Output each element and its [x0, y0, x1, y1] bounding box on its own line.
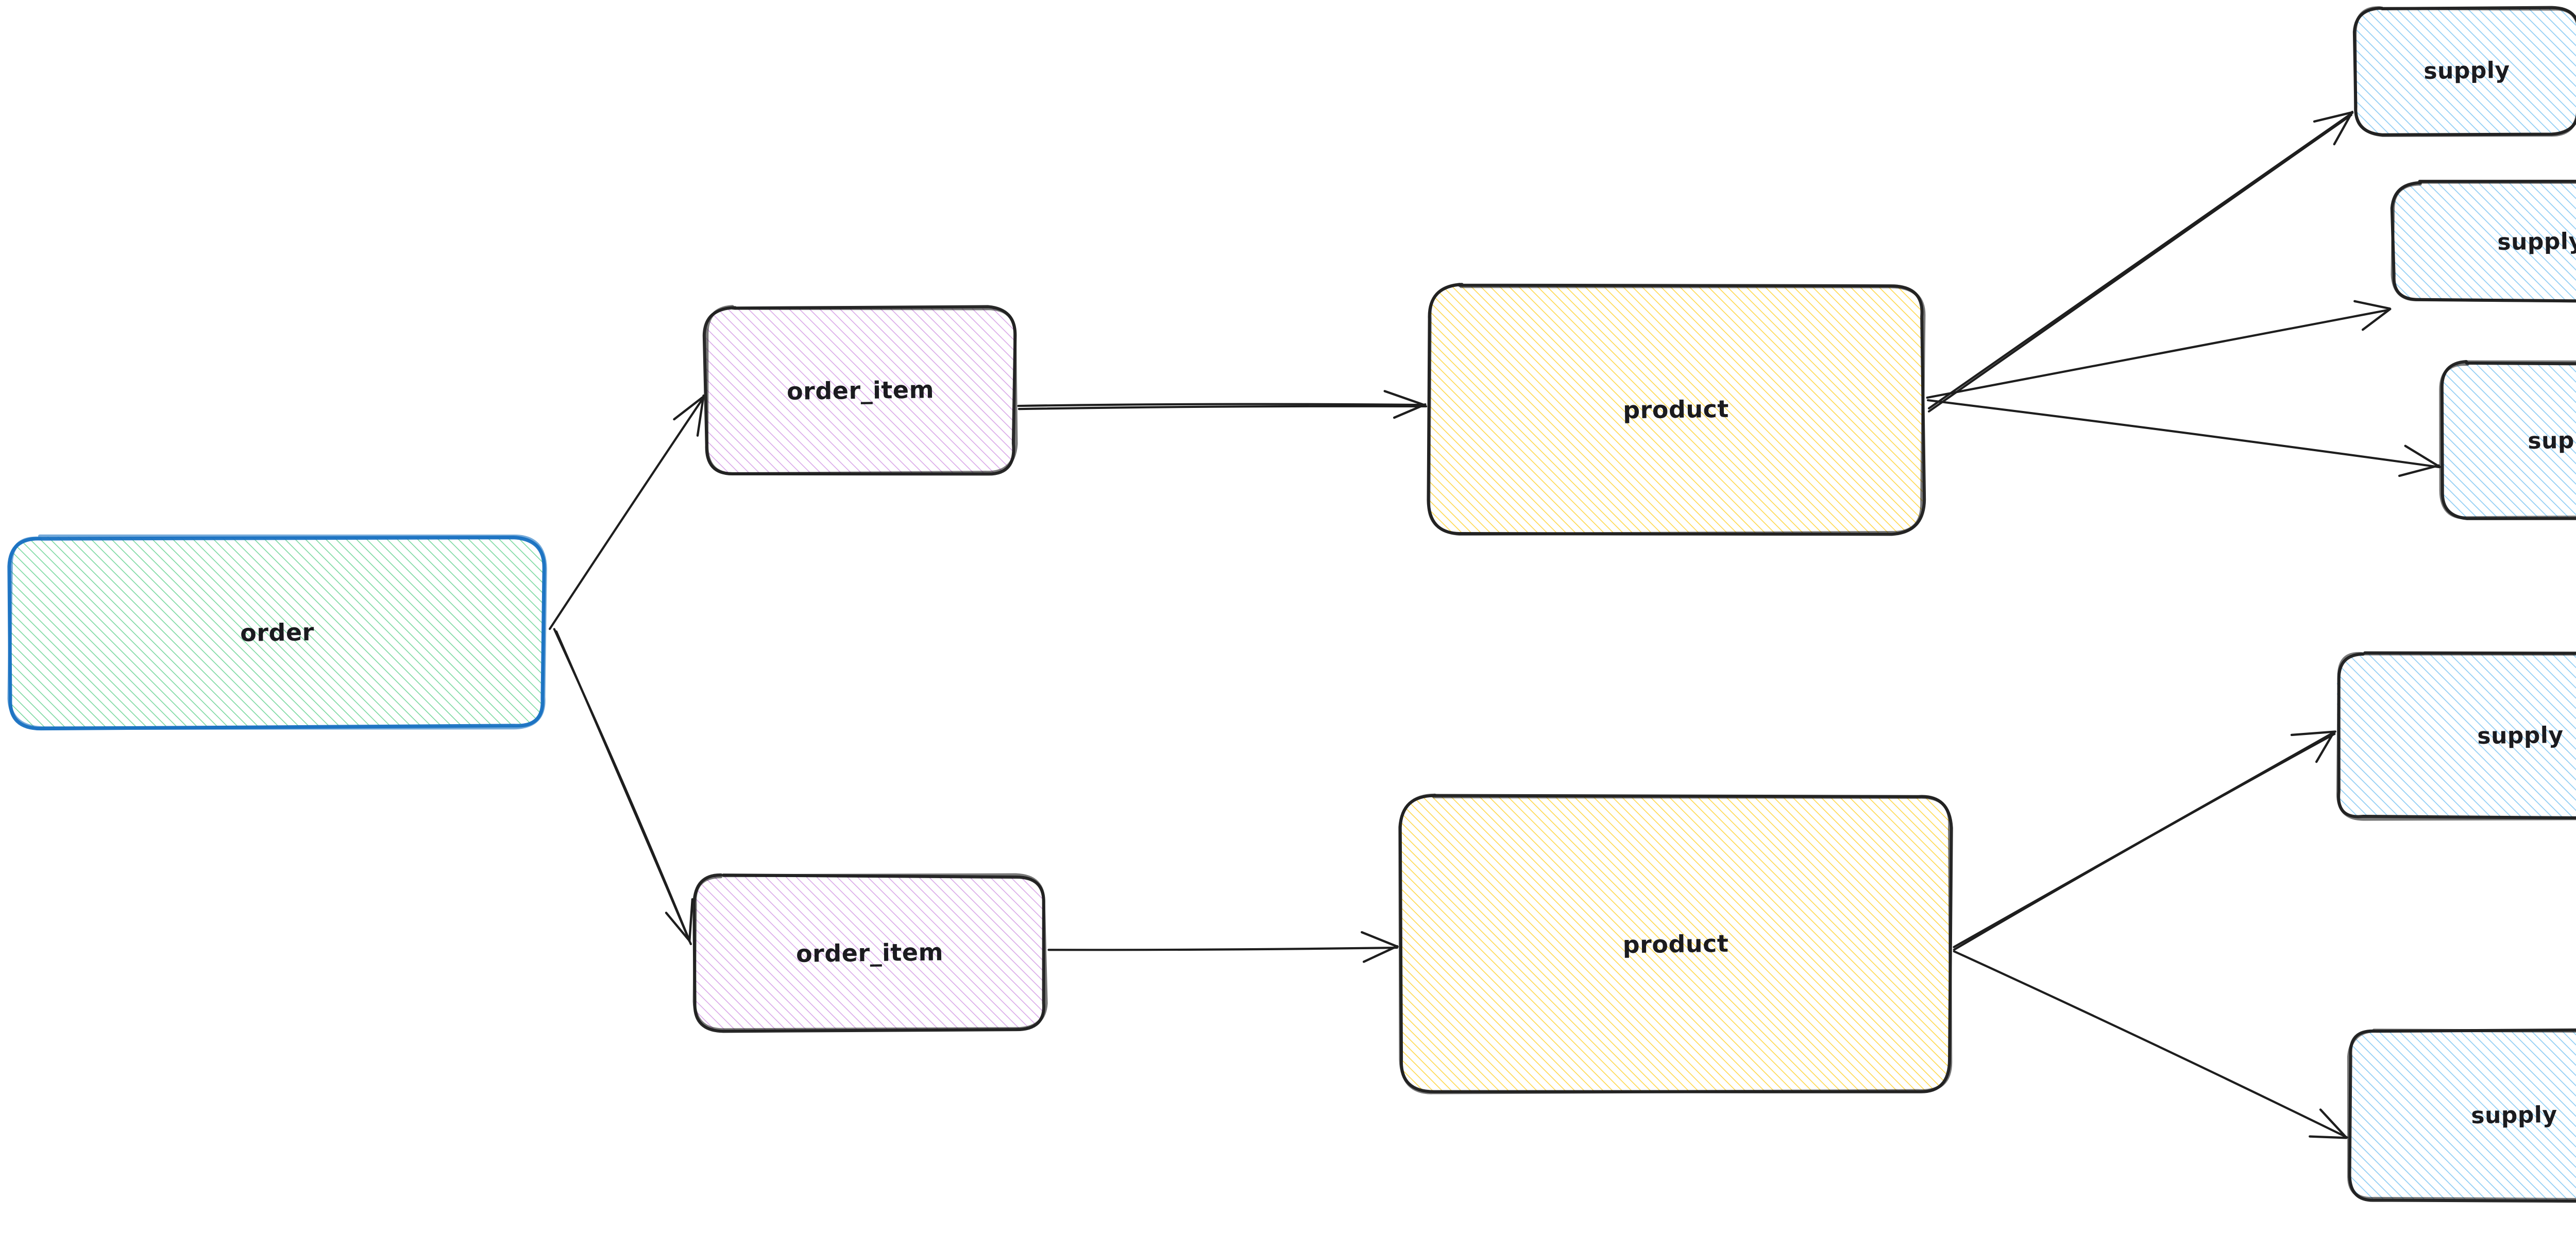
node-fill — [694, 875, 1044, 1031]
edge-arrow[interactable] — [1017, 390, 1428, 419]
order-node[interactable] — [7, 534, 547, 731]
node-fill — [705, 307, 1016, 474]
arrowhead-whisker — [2361, 307, 2392, 331]
arrowhead-whisker — [673, 396, 704, 421]
node-outline — [705, 305, 1018, 476]
order-item-node[interactable] — [692, 873, 1048, 1033]
arrowhead-whisker — [2290, 730, 2336, 737]
node-outline — [2391, 180, 2576, 303]
node-fill — [2349, 1030, 2576, 1201]
edge-line — [1953, 950, 2348, 1139]
edge-line — [1018, 405, 1428, 410]
arrowhead-whisker — [2315, 730, 2335, 763]
arrowhead-whisker — [2309, 1135, 2348, 1139]
node-fill — [2393, 182, 2576, 301]
edge-line — [548, 396, 705, 630]
node-outline — [1427, 283, 1926, 536]
edge-line — [1926, 309, 2391, 399]
node-outline — [2353, 6, 2576, 137]
supply-node[interactable] — [2336, 651, 2576, 821]
product-node[interactable] — [1398, 793, 1953, 1094]
edge-line — [1017, 403, 1426, 407]
node-fill — [2354, 7, 2576, 135]
edge-arrow[interactable] — [1926, 300, 2392, 399]
edge-arrow[interactable] — [1927, 111, 2354, 413]
arrowhead-whisker — [2353, 300, 2391, 310]
node-fill — [1428, 285, 1924, 534]
arrowhead-whisker — [2404, 444, 2441, 468]
node-fill — [1400, 795, 1950, 1093]
node-fill — [2441, 362, 2576, 518]
edge-line — [1927, 114, 2352, 413]
edge-line — [1047, 946, 1398, 951]
edge-arrow[interactable] — [1953, 950, 2348, 1139]
node-outline — [2347, 1029, 2576, 1201]
supply-node[interactable] — [2352, 6, 2576, 137]
arrowhead-whisker — [688, 898, 694, 943]
node-fill — [2336, 652, 2576, 818]
node-outline — [7, 534, 547, 730]
edge-arrow[interactable] — [553, 628, 694, 946]
supply-node[interactable] — [2347, 1028, 2576, 1203]
edge-line — [555, 630, 692, 946]
arrowhead-whisker — [1383, 390, 1426, 406]
arrowhead-whisker — [2319, 1108, 2348, 1139]
nodes-layer — [7, 6, 2576, 1203]
arrowhead-whisker — [1362, 945, 1399, 963]
arrowhead-whisker — [1393, 403, 1427, 419]
edge-arrow[interactable] — [1926, 399, 2441, 477]
product-node[interactable] — [1427, 283, 1926, 536]
order-item-node[interactable] — [702, 305, 1018, 476]
node-outline — [1398, 793, 1953, 1094]
node-fill — [9, 537, 544, 728]
arrowhead-whisker — [2313, 111, 2353, 123]
edge-arrow[interactable] — [548, 394, 705, 630]
arrowhead-whisker — [2398, 464, 2440, 477]
edge-line — [1926, 399, 2441, 469]
edge-arrow[interactable] — [1953, 730, 2336, 951]
node-outline — [2336, 652, 2576, 821]
node-outline — [692, 873, 1048, 1032]
arrowhead-whisker — [665, 912, 691, 942]
arrowhead-whisker — [1361, 931, 1399, 948]
arrowhead-whisker — [696, 394, 705, 437]
node-outline — [2439, 360, 2576, 520]
edge-line — [1927, 111, 2354, 409]
supply-node[interactable] — [2439, 359, 2576, 520]
edge-line — [1953, 732, 2336, 951]
supply-node[interactable] — [2390, 180, 2576, 303]
edge-arrow[interactable] — [1047, 931, 1399, 963]
edges-layer — [548, 111, 2441, 1139]
arrowhead-whisker — [2333, 111, 2354, 146]
